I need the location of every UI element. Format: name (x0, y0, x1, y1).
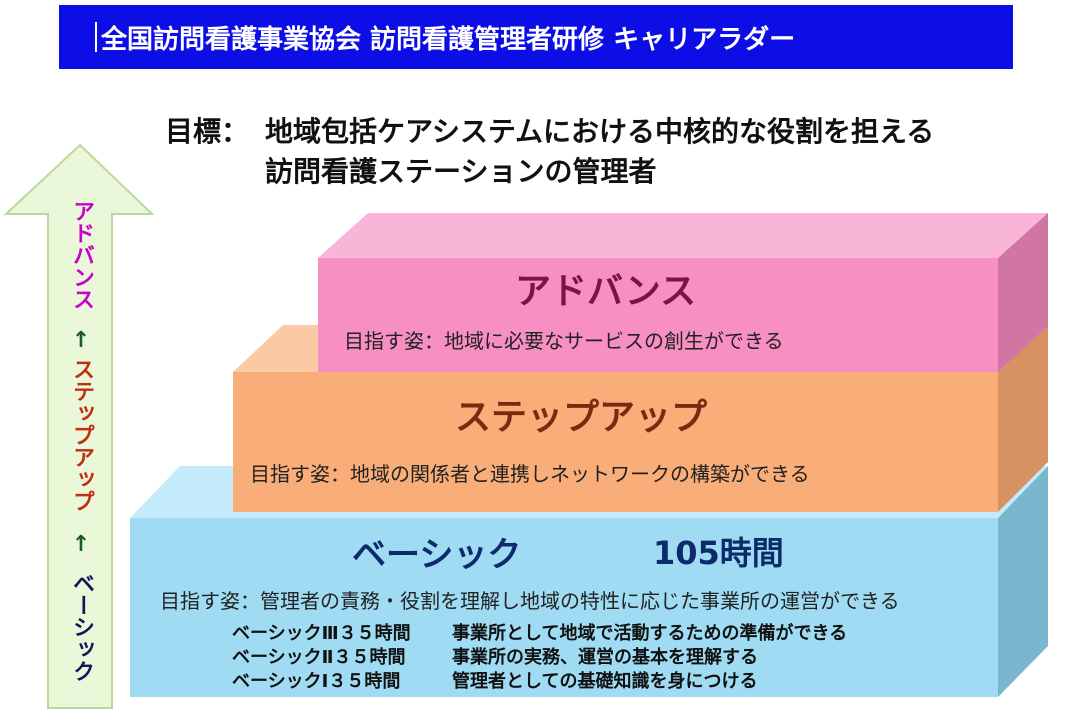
basic-sublevel-3: ベーシックⅢ３５時間 事業所として地域で活動するための準備ができる (232, 619, 847, 645)
sublevel-desc: 事業所の実務、運営の基本を理解する (452, 647, 758, 668)
sublevel-desc: 管理者としての基礎知識を身につける (452, 671, 758, 692)
page-header: 全国訪問看護事業協会 訪問看護管理者研修 キャリアラダー (59, 5, 1013, 69)
arrow-up-icon: ↑ (71, 328, 91, 353)
advance-title: アドバンス (515, 271, 697, 312)
arrow-label-stepup: ステップアップ (69, 358, 94, 512)
sublevel-name: ベーシックⅡ３５時間 (232, 647, 406, 668)
goal-statement: 目標： 地域包括ケアシステムにおける中核的な役割を担える 訪問看護ステーションの… (165, 112, 934, 192)
goal-label: 目標： (165, 115, 250, 148)
stepup-title: ステップアップ (455, 397, 708, 438)
arrow-label-advance: アドバンス (69, 200, 94, 310)
basic-aim: 目指す姿：管理者の責務・役割を理解し地域の特性に応じた事業所の運営ができる (160, 589, 900, 613)
basic-sublevel-1: ベーシックⅠ３５時間 管理者としての基礎知識を身につける (232, 667, 757, 693)
goal-line-1: 地域包括ケアシステムにおける中核的な役割を担える (265, 115, 935, 148)
sublevel-name: ベーシックⅢ３５時間 (232, 623, 411, 644)
arrow-label-basic: ベーシック (69, 572, 94, 682)
sublevel-name: ベーシックⅠ３５時間 (232, 671, 401, 692)
stepup-aim: 目指す姿：地域の関係者と連携しネットワークの構築ができる (250, 462, 810, 486)
sublevel-desc: 事業所として地域で活動するための準備ができる (452, 623, 848, 644)
basic-title: ベーシック (352, 535, 522, 575)
arrow-up-icon: ↑ (71, 532, 91, 557)
advance-aim: 目指す姿：地域に必要なサービスの創生ができる (344, 329, 784, 353)
advance-block (318, 213, 1048, 372)
header-title: 全国訪問看護事業協会 訪問看護管理者研修 キャリアラダー (101, 24, 796, 55)
goal-line-2: 訪問看護ステーションの管理者 (265, 155, 657, 188)
basic-hours: 105時間 (653, 534, 784, 572)
basic-sublevel-2: ベーシックⅡ３５時間 事業所の実務、運営の基本を理解する (232, 643, 758, 669)
progression-arrow (3, 143, 155, 709)
header-divider (95, 22, 97, 52)
